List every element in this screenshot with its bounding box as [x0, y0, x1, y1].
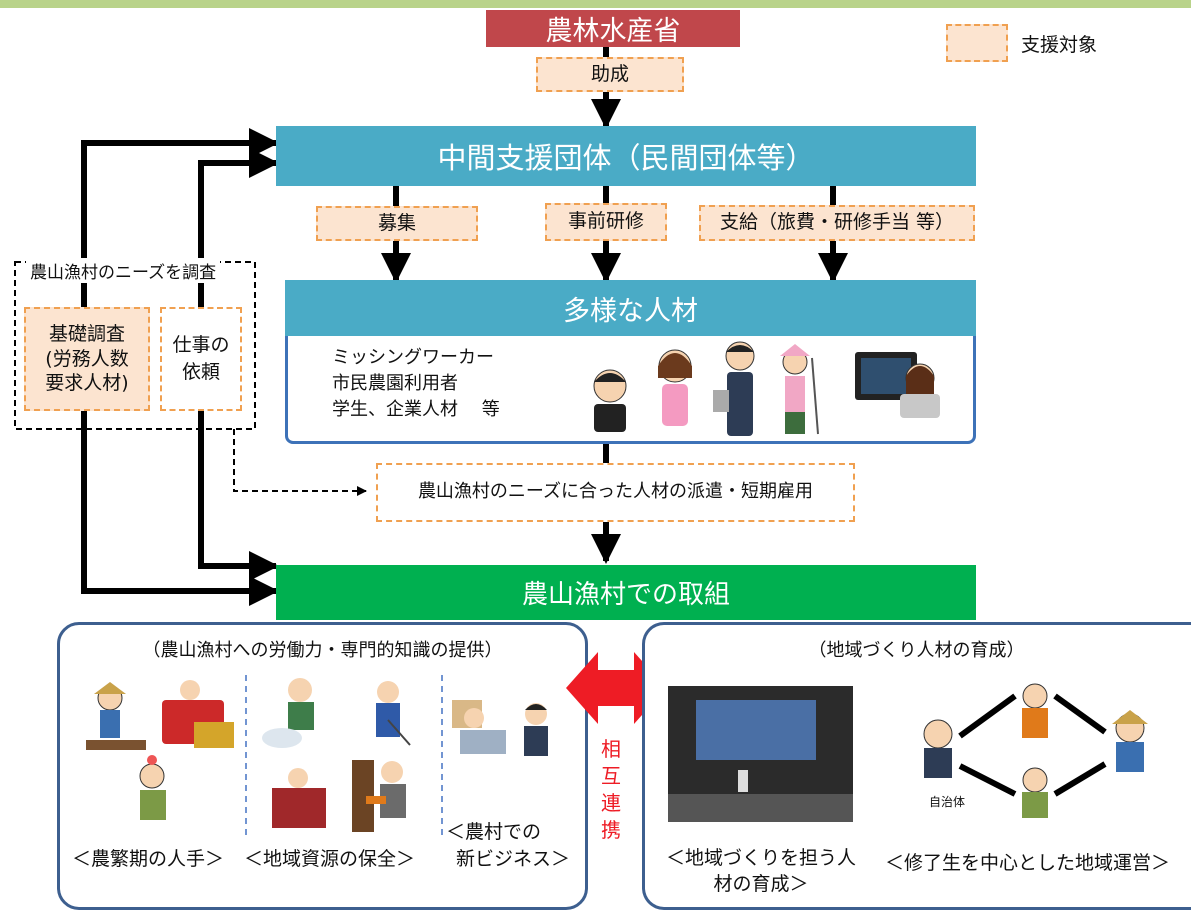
caption-new-business-line-1: ＜農村での [446, 821, 542, 843]
legend-swatch [946, 24, 1008, 62]
grant-box: 助成 [536, 57, 684, 92]
rural-action-box: 農山漁村での取組 [276, 565, 976, 620]
pretraining-box: 事前研修 [545, 203, 667, 241]
talent-line-missing-worker: ミッシングワーカー [332, 347, 494, 368]
needs-survey-title: 農山漁村のニーズを調査 [26, 258, 221, 283]
left-panel-title: （農山漁村への労働力・専門的知識の提供） [142, 640, 503, 661]
mutual-char-1: 相 [601, 737, 621, 761]
ministry-box: 農林水産省 [486, 10, 740, 47]
left-panel-illustrations [86, 675, 548, 840]
talent-line-allotment-user: 市民農園利用者 [332, 373, 458, 395]
recruit-label: 募集 [377, 211, 416, 234]
harvester-machine-illustration [162, 680, 234, 748]
mutual-char-2: 互 [601, 764, 621, 788]
job-request-line-2: 依頼 [181, 361, 220, 383]
double-arrow-icon [566, 652, 666, 724]
talent-line-student-corporate: 学生、企業人材 等 [332, 399, 500, 421]
caption-resource-conservation: ＜地域資源の保全＞ [244, 848, 416, 870]
local-gov-label: 自治体 [929, 795, 966, 809]
caption-graduate-management: ＜修了生を中心とした地域運営＞ [885, 852, 1171, 874]
basic-survey-line-1: 基礎調査 [48, 322, 125, 345]
basic-survey-line-3: 要求人材) [45, 372, 129, 395]
community-network-illustration [923, 683, 1148, 818]
farmer-illustration [1112, 710, 1148, 772]
dashed-arrow-to-dispatch [233, 429, 367, 496]
flower-farmer-illustration [139, 755, 166, 820]
caption-busy-season: ＜農繁期の人手＞ [72, 848, 225, 870]
caption-community-training-line-2: 材の育成＞ [713, 872, 809, 895]
mutual-char-4: 携 [601, 818, 621, 842]
caption-community-training-line-1: ＜地域づくりを担う人 [665, 847, 856, 869]
mowing-worker-illustration [376, 681, 411, 746]
basic-survey-box: 基礎調査 (労務人数 要求人材) [24, 307, 150, 411]
payment-box: 支給（旅費・研修手当 等） [699, 205, 975, 241]
official-illustration [923, 719, 953, 778]
chainsaw-worker-illustration [352, 760, 406, 832]
office-man-illustration [524, 703, 548, 756]
payment-label: 支給（旅費・研修手当 等） [719, 211, 955, 234]
right-panel-title: （地域づくり人材の育成） [808, 640, 1025, 661]
arrow-request-to-intermediary [198, 148, 279, 307]
legend-label: 支援対象 [1021, 34, 1098, 56]
intermediary-box: 中間支援団体（民間団体等） [276, 126, 976, 186]
rural-action-label: 農山漁村での取組 [521, 580, 730, 610]
ministry-label: 農林水産省 [545, 16, 681, 47]
girl-illustration [658, 349, 692, 426]
pretraining-label: 事前研修 [567, 210, 644, 233]
woman-illustration [1022, 767, 1048, 818]
snow-shovel-illustration [262, 678, 314, 748]
forester-illustration [1022, 683, 1048, 738]
student-illustration [593, 369, 627, 432]
job-request-line-1: 仕事の [172, 334, 230, 357]
remote-worker-illustration [452, 700, 506, 754]
arrow-request-to-action [198, 411, 279, 581]
grant-label: 助成 [590, 62, 629, 85]
training-lecture-photo [668, 686, 853, 822]
businessman-illustration [713, 341, 755, 436]
basic-survey-line-2: (労務人数 [45, 347, 129, 370]
arrow-survey-to-action [81, 411, 279, 606]
festival-illustration [272, 768, 326, 828]
diverse-talent-label: 多様な人材 [563, 295, 698, 327]
recruit-box: 募集 [316, 206, 478, 241]
talent-list: ミッシングワーカー 市民農園利用者 学生、企業人材 等 [332, 345, 500, 423]
talent-illustrations [593, 341, 940, 436]
office-worker-illustration [855, 352, 940, 418]
caption-new-business-line-2: 新ビジネス＞ [456, 848, 571, 870]
dispatch-label: 農山漁村のニーズに合った人材の派遣・短期雇用 [417, 481, 814, 503]
diverse-talent-header: 多様な人材 [285, 280, 976, 336]
job-request-box: 仕事の 依頼 [160, 307, 242, 411]
mutual-cooperation-label: 相 互 連 携 [596, 736, 626, 844]
caption-community-training: ＜地域づくりを担う人 材の育成＞ [650, 846, 872, 897]
intermediary-label: 中間支援団体（民間団体等） [437, 141, 815, 175]
dispatch-box: 農山漁村のニーズに合った人材の派遣・短期雇用 [376, 463, 855, 522]
farmer-harvest-illustration [86, 682, 146, 750]
mutual-char-3: 連 [601, 791, 621, 815]
top-accent-bar [0, 0, 1191, 8]
arrow-survey-to-intermediary [81, 128, 279, 307]
farmer-woman-illustration [780, 344, 819, 435]
